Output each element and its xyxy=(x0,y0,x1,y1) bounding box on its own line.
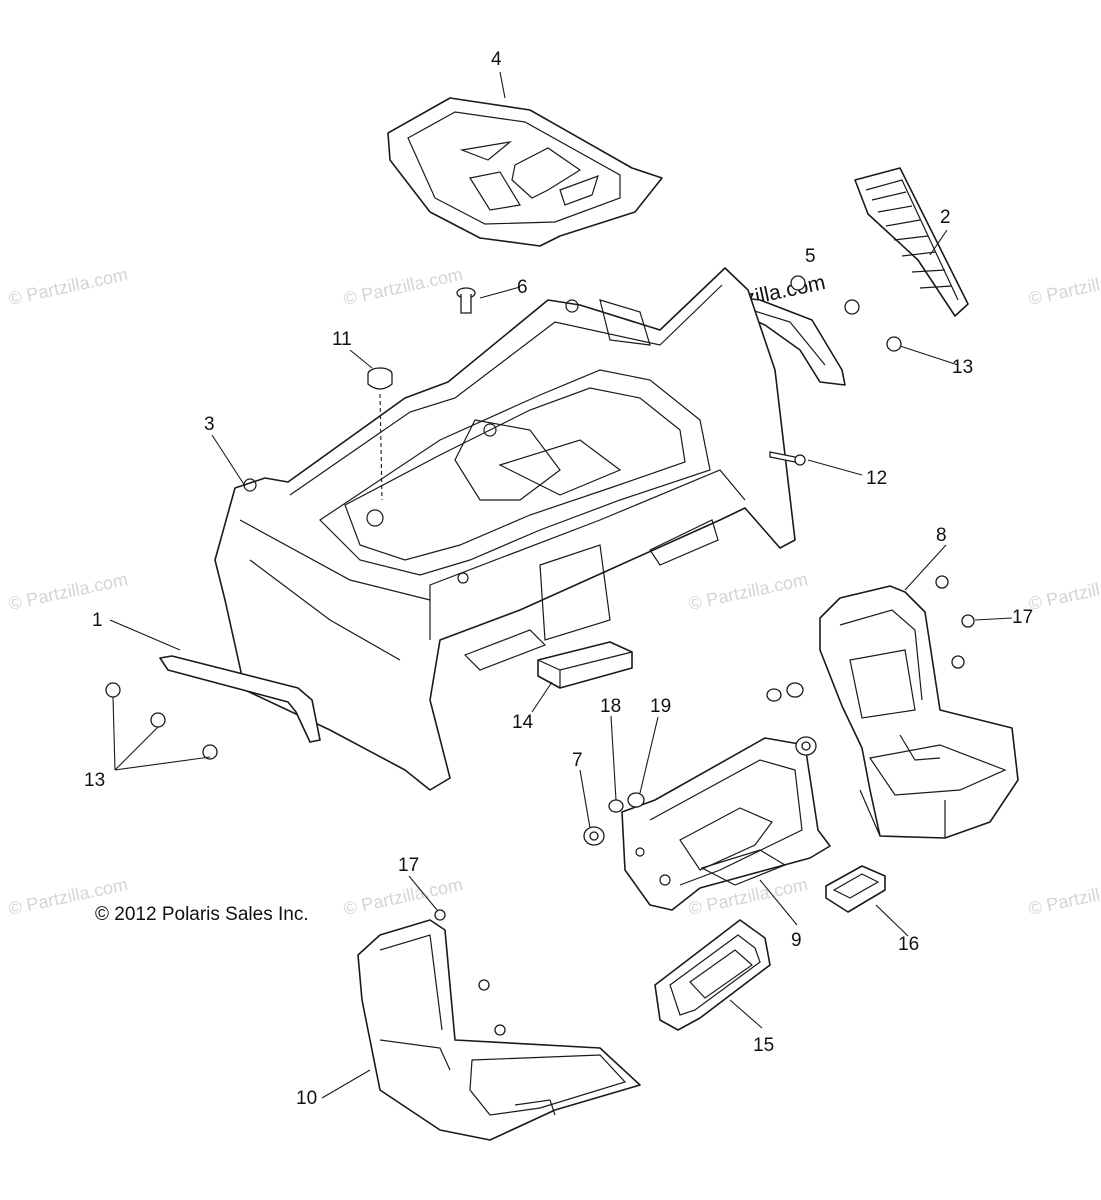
callout-9: 9 xyxy=(791,930,802,951)
watermark: © Partzilla.com xyxy=(687,569,810,614)
copyright-notice: © 2012 Polaris Sales Inc. xyxy=(95,904,309,925)
callout-19: 19 xyxy=(650,696,671,717)
part-16-latch xyxy=(825,865,886,913)
watermark: © Partzilla.com xyxy=(342,264,465,309)
callout-1: 1 xyxy=(92,610,103,631)
callout-leaders xyxy=(109,71,1013,1099)
watermark: © Partzilla.com xyxy=(7,569,130,614)
push-rivets xyxy=(105,275,902,760)
watermark: © Partzilla.com xyxy=(7,264,130,309)
callout-12: 12 xyxy=(866,468,887,489)
callout-4: 4 xyxy=(491,49,502,70)
part-8-storage-box xyxy=(819,585,1019,839)
callout-8: 8 xyxy=(936,525,947,546)
part-15-cover-plate xyxy=(654,919,771,1031)
part-2-grille xyxy=(854,167,969,317)
callout-17-lower: 17 xyxy=(398,855,419,876)
watermark: © Partzilla.com xyxy=(1027,874,1101,919)
callout-3: 3 xyxy=(204,414,215,435)
washers-grommets xyxy=(583,682,817,846)
part-11-grommet xyxy=(367,367,393,501)
watermark: © Partzilla.com xyxy=(1027,264,1101,309)
callout-10: 10 xyxy=(296,1088,317,1109)
part-3-cargo-box xyxy=(214,267,796,791)
part-10-floor-panel xyxy=(357,919,641,1141)
callout-7: 7 xyxy=(572,750,583,771)
part-4-bed-mat xyxy=(387,97,663,247)
watermark: © Partzilla.com xyxy=(1027,569,1101,614)
part-14-foam-block xyxy=(537,641,633,689)
callout-13-upper: 13 xyxy=(952,357,973,378)
part-1-brace-bar xyxy=(159,655,321,743)
callout-16: 16 xyxy=(898,934,919,955)
callout-15: 15 xyxy=(753,1035,774,1056)
callout-6: 6 xyxy=(517,277,528,298)
watermark: © Partzilla.com xyxy=(342,874,465,919)
part-12-screw xyxy=(769,451,806,466)
callout-18: 18 xyxy=(600,696,621,717)
callout-2: 2 xyxy=(940,207,951,228)
callout-14: 14 xyxy=(512,712,534,733)
callout-13-lower: 13 xyxy=(84,770,105,791)
bolts xyxy=(434,575,975,1036)
callout-labels: 4 2 5 6 11 13 3 12 8 1 17 14 18 19 7 13 … xyxy=(84,49,1033,1109)
part-9-console-bracket xyxy=(621,737,831,911)
callout-5: 5 xyxy=(805,246,816,267)
callout-17-upper: 17 xyxy=(1012,607,1033,628)
part-6-screw xyxy=(456,287,476,314)
callout-11: 11 xyxy=(332,329,352,350)
